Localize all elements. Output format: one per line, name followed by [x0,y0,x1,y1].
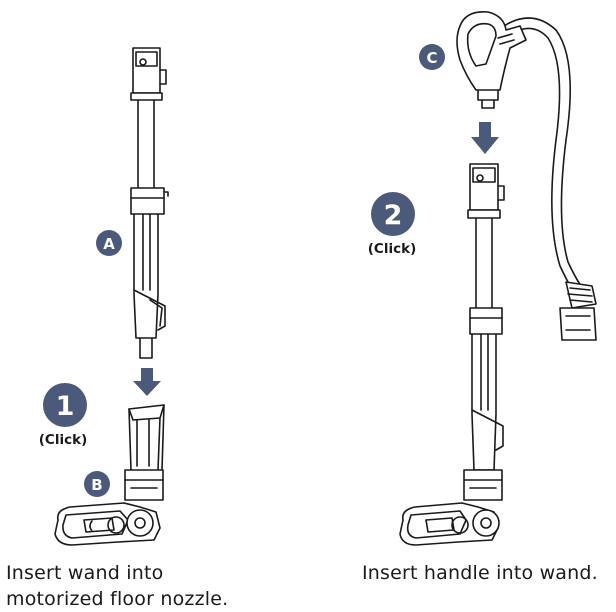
step-1-click-label: (Click) [39,432,87,448]
arrow-down-icon [471,122,499,154]
step-1-caption-line1: Insert wand into [6,562,164,584]
handle-c [456,10,597,341]
floor-nozzle-b [54,404,165,546]
svg-text:1: 1 [56,391,75,422]
step-2-caption: Insert handle into wand. [362,562,598,584]
step-2-click-label: (Click) [368,241,416,257]
step-1-caption-line2: motorized floor nozzle. [6,588,229,610]
svg-text:C: C [426,49,437,67]
part-label-c: C [419,44,445,70]
part-label-a: A [96,230,122,256]
svg-text:2: 2 [384,200,403,231]
step-2-badge: 2 [371,192,415,236]
wand-a [130,47,169,359]
svg-text:A: A [103,235,115,253]
svg-text:B: B [91,476,102,494]
step-1-caption: Insert wand into motorized floor nozzle. [6,560,306,612]
assembled-wand [399,163,505,546]
arrow-down-icon [133,368,161,396]
part-label-b: B [84,471,110,497]
step-1-badge: 1 [43,383,87,427]
